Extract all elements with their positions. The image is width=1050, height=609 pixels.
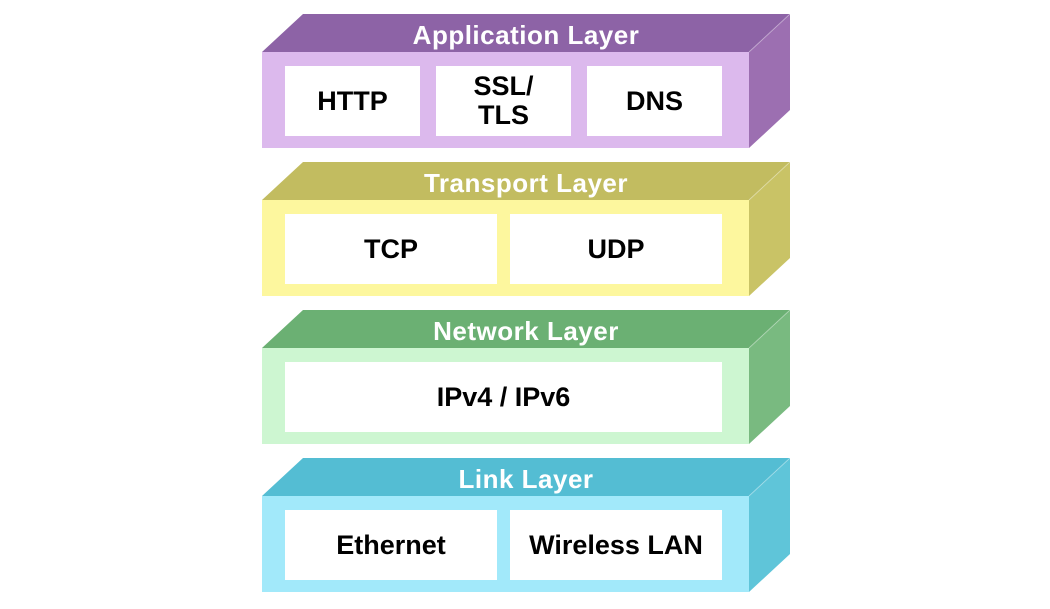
edge-highlight [748,310,790,349]
protocol-label: HTTP [317,85,388,116]
edge-highlight [748,14,790,53]
protocol-box-dns: DNS [587,66,722,136]
protocol-label: IPv4 / IPv6 [436,381,571,412]
layer-application: Application Layer HTTP SSL/ TLS DNS [262,14,790,148]
layer-front-content: IPv4 / IPv6 [262,348,749,444]
layer-link: Link Layer Ethernet Wireless LAN [262,458,790,592]
protocol-box-ssl-tls: SSL/ TLS [436,66,571,136]
protocol-label: DNS [625,85,683,116]
protocol-box-http: HTTP [285,66,420,136]
layer-transport: Transport Layer TCP UDP [262,162,790,296]
protocol-box-ethernet: Ethernet [285,510,497,580]
layer-side-face [749,14,790,148]
layer-front-content: HTTP SSL/ TLS DNS [262,52,749,148]
protocol-label: TCP [364,233,418,264]
protocol-label: Ethernet [336,529,446,560]
protocol-label: Wireless LAN [529,529,703,560]
layer-side-face [749,458,790,592]
layer-top-face [262,14,790,52]
layer-front-content: Ethernet Wireless LAN [262,496,749,592]
protocol-label: SSL/ TLS [473,71,534,130]
protocol-box-tcp: TCP [285,214,497,284]
edge-highlight [748,458,790,497]
layer-side-face [749,310,790,444]
edge-highlight [748,162,790,201]
layer-network: Network Layer IPv4 / IPv6 [262,310,790,444]
protocol-box-wireless-lan: Wireless LAN [510,510,722,580]
layer-top-face [262,310,790,348]
layer-side-face [749,162,790,296]
protocol-box-udp: UDP [510,214,722,284]
layer-top-face [262,458,790,496]
protocol-box-ipv4-ipv6: IPv4 / IPv6 [285,362,722,432]
layer-front-content: TCP UDP [262,200,749,296]
layer-top-face [262,162,790,200]
protocol-label: UDP [587,233,645,264]
